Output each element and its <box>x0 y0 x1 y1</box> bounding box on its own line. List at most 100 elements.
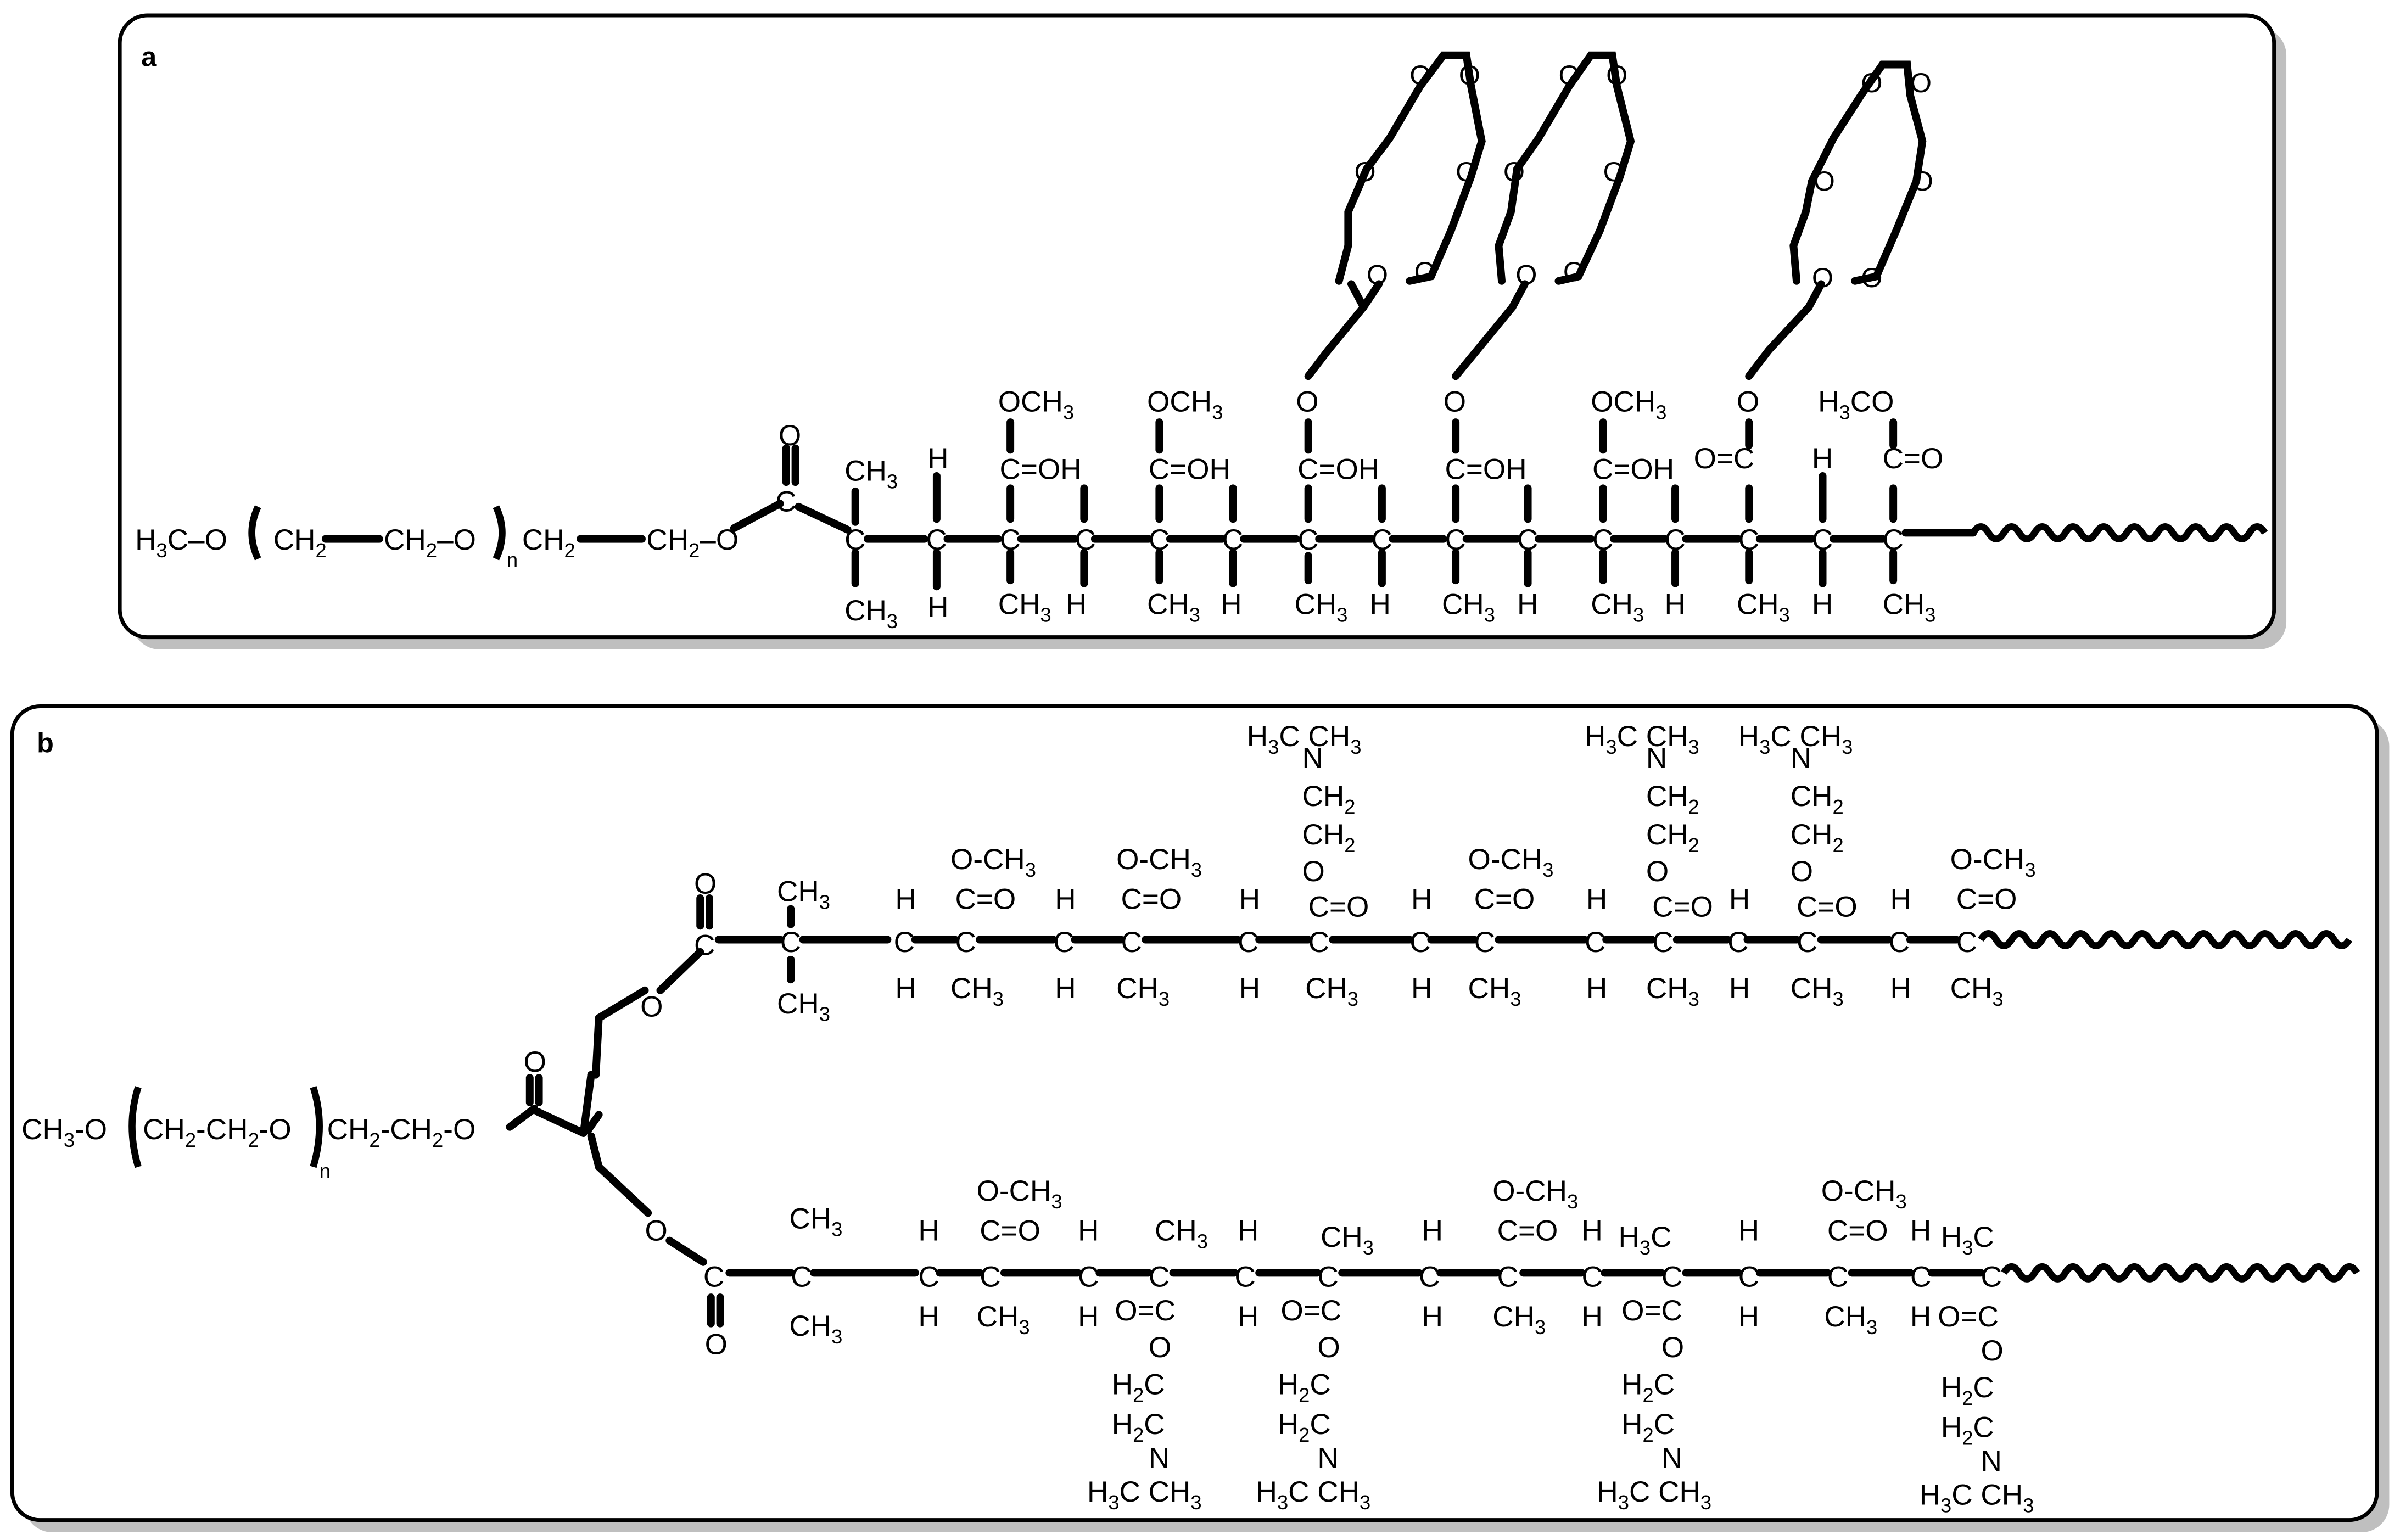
svg-text:H: H <box>1370 589 1391 621</box>
svg-text:O: O <box>1812 262 1833 293</box>
svg-text:C: C <box>1581 1261 1602 1293</box>
svg-text:O=C: O=C <box>1115 1295 1176 1327</box>
svg-text:H3C CH3: H3C CH3 <box>1597 1476 1711 1514</box>
svg-text:N: N <box>1317 1442 1338 1475</box>
svg-text:CH3: CH3 <box>950 972 1004 1010</box>
svg-text:H3C CH3: H3C CH3 <box>1920 1479 2034 1517</box>
svg-text:C: C <box>1317 1261 1338 1293</box>
svg-text:C=O: C=O <box>1497 1215 1558 1247</box>
svg-text:O-CH3: O-CH3 <box>1468 843 1553 881</box>
svg-text:CH2–O: CH2–O <box>646 524 739 562</box>
svg-text:H2C: H2C <box>1278 1408 1331 1446</box>
svg-text:O-CH3: O-CH3 <box>1492 1175 1578 1213</box>
panel-b-peg-chain: CH3-O CH2-CH2-O n CH2-CH2-O O O O <box>21 948 707 1266</box>
svg-text:O=C: O=C <box>1694 443 1755 475</box>
svg-text:H: H <box>918 1215 939 1247</box>
svg-text:n: n <box>507 548 518 571</box>
chain-continues-wave-b-upper <box>1978 930 2353 949</box>
svg-text:O: O <box>1459 59 1480 91</box>
svg-text:H: H <box>1812 443 1833 475</box>
svg-text:H3C CH3: H3C CH3 <box>1087 1476 1202 1514</box>
chain-continues-wave-b-lower <box>2001 1263 2360 1283</box>
svg-text:O: O <box>1563 256 1585 287</box>
svg-text:C: C <box>775 485 796 518</box>
svg-text:C: C <box>703 1261 724 1293</box>
svg-text:H3C: H3C <box>1619 1221 1672 1259</box>
svg-text:O: O <box>1981 1335 2004 1367</box>
svg-text:C: C <box>1585 926 1605 959</box>
svg-text:C: C <box>894 926 915 959</box>
svg-text:C=OH: C=OH <box>1149 453 1230 486</box>
svg-text:C: C <box>1981 1261 2002 1293</box>
svg-text:H: H <box>1411 883 1432 916</box>
svg-text:O: O <box>1414 256 1436 287</box>
svg-text:H: H <box>895 883 916 916</box>
svg-text:C: C <box>1297 524 1318 556</box>
svg-text:C=OH: C=OH <box>1592 453 1674 486</box>
svg-text:N: N <box>1149 1442 1170 1475</box>
svg-text:H: H <box>1239 883 1260 916</box>
svg-text:H: H <box>1239 972 1260 1005</box>
svg-text:O-CH3: O-CH3 <box>1821 1175 1907 1213</box>
svg-text:C=O: C=O <box>1652 891 1713 923</box>
svg-text:H3C–O: H3C–O <box>135 524 227 562</box>
svg-text:OCH3: OCH3 <box>1147 386 1223 424</box>
svg-text:N: N <box>1661 1442 1682 1475</box>
svg-text:H: H <box>1517 589 1538 621</box>
svg-text:C=O: C=O <box>1956 883 2017 916</box>
svg-text:H: H <box>1066 589 1087 621</box>
svg-text:O: O <box>694 868 717 900</box>
svg-text:C: C <box>1661 1261 1682 1293</box>
svg-text:O: O <box>1317 1331 1340 1364</box>
svg-text:O: O <box>1409 59 1431 91</box>
panel-a-backbone: C CH3 CH3 C H H C C=OH OCH3 CH3 H C <box>844 386 2268 632</box>
svg-text:O-CH3: O-CH3 <box>1116 843 1202 881</box>
panel-a-frame <box>118 13 2276 640</box>
svg-text:O: O <box>1791 855 1813 888</box>
svg-text:O=C: O=C <box>1938 1301 1999 1333</box>
svg-text:O: O <box>1606 59 1627 91</box>
svg-text:N: N <box>1981 1445 2002 1477</box>
svg-text:C: C <box>1474 926 1495 959</box>
svg-text:O: O <box>524 1046 546 1078</box>
svg-text:O: O <box>1515 259 1537 290</box>
svg-text:H: H <box>1664 589 1685 621</box>
svg-text:C=O: C=O <box>1308 891 1369 923</box>
svg-text:C: C <box>1238 926 1258 959</box>
svg-text:H: H <box>895 972 916 1005</box>
svg-text:C=O: C=O <box>1827 1215 1888 1247</box>
svg-text:C=O: C=O <box>1474 883 1535 916</box>
svg-text:C=O: C=O <box>980 1215 1040 1247</box>
svg-text:C: C <box>780 926 801 959</box>
svg-text:H3C CH3: H3C CH3 <box>1256 1476 1371 1514</box>
svg-text:H: H <box>1729 883 1750 916</box>
svg-text:O: O <box>779 419 801 452</box>
svg-text:H: H <box>1890 972 1911 1005</box>
svg-text:O: O <box>1861 262 1882 293</box>
svg-text:C: C <box>1956 926 1977 959</box>
svg-text:O: O <box>1367 259 1388 290</box>
panel-b-label: b <box>37 727 54 758</box>
svg-text:O: O <box>1296 386 1318 418</box>
svg-text:C=O: C=O <box>1121 883 1182 916</box>
svg-text:H: H <box>1411 972 1432 1005</box>
svg-text:H: H <box>927 591 948 624</box>
svg-text:O-CH3: O-CH3 <box>1950 843 2036 881</box>
svg-text:C: C <box>1234 1261 1255 1293</box>
panel-b: b CH3-O CH2-CH2-O n CH2-CH2-O O O O <box>10 704 2390 1532</box>
bracket-right <box>493 505 506 561</box>
svg-text:O: O <box>1912 165 1933 197</box>
svg-text:C: C <box>1053 926 1074 959</box>
svg-text:H: H <box>927 443 948 475</box>
svg-text:O: O <box>1603 156 1625 187</box>
svg-text:O: O <box>640 990 663 1023</box>
svg-text:N: N <box>1646 742 1667 774</box>
svg-text:H3C CH3: H3C CH3 <box>1738 720 1853 758</box>
svg-text:O: O <box>1646 855 1669 888</box>
svg-text:H: H <box>1581 1215 1602 1247</box>
svg-text:n: n <box>320 1160 331 1182</box>
svg-text:O: O <box>1456 156 1477 187</box>
svg-text:O-CH3: O-CH3 <box>950 843 1036 881</box>
